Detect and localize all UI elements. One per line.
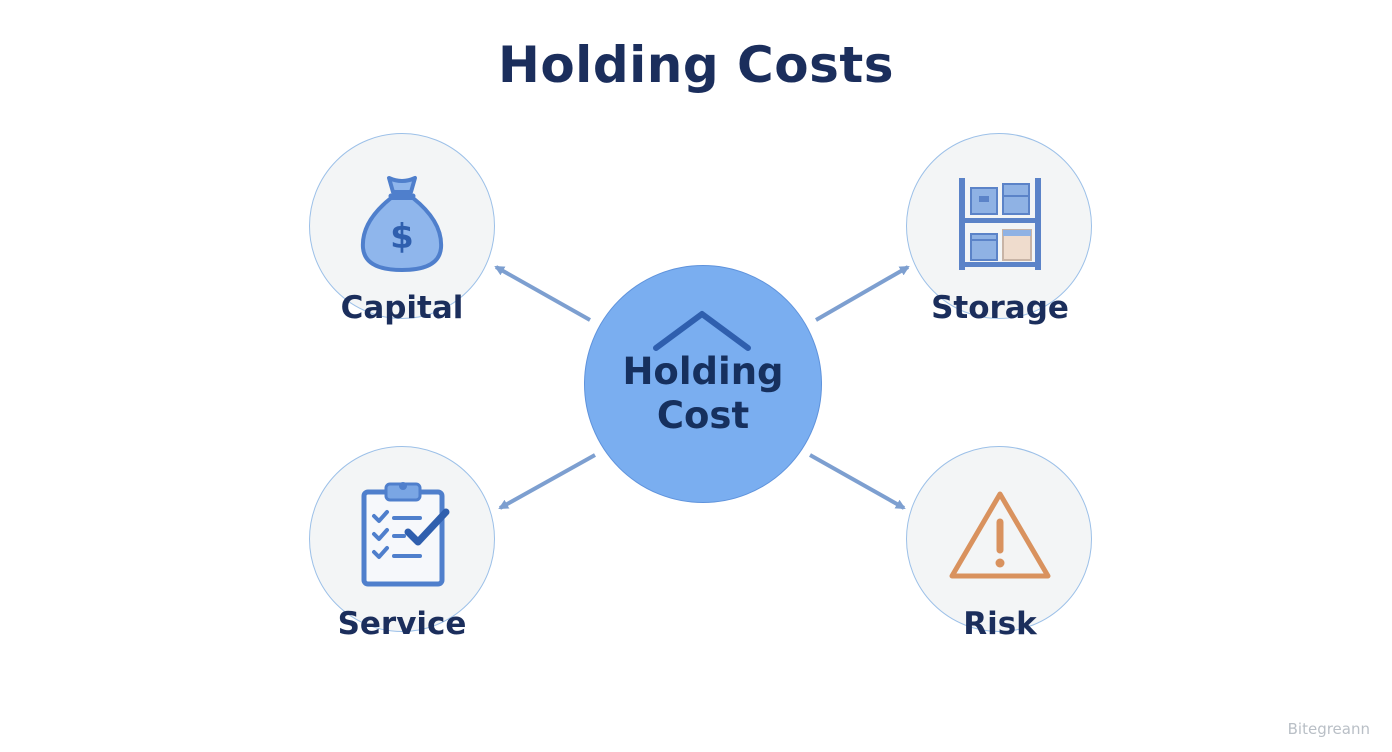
warning-icon bbox=[949, 491, 1051, 579]
arrow-to-service bbox=[498, 453, 596, 510]
hub-circle bbox=[584, 265, 822, 503]
roof-icon bbox=[653, 311, 751, 351]
hub-label-line1: Holding bbox=[622, 350, 784, 393]
hub-label: Holding Cost bbox=[584, 350, 822, 438]
storage-label: Storage bbox=[931, 290, 1069, 326]
hub-label-line2: Cost bbox=[656, 394, 750, 437]
watermark: Bitegreann bbox=[1287, 720, 1370, 738]
svg-text:$: $ bbox=[390, 217, 414, 257]
arrow-to-storage bbox=[815, 265, 910, 322]
arrow-to-risk bbox=[809, 453, 906, 510]
money-bag-icon: $ bbox=[360, 176, 444, 272]
capital-label: Capital bbox=[340, 290, 464, 326]
shelving-icon bbox=[959, 178, 1041, 270]
risk-label: Risk bbox=[963, 606, 1037, 642]
page-title: Holding Costs bbox=[497, 36, 895, 94]
storage-node bbox=[906, 133, 1092, 319]
service-label: Service bbox=[337, 606, 467, 642]
clipboard-checklist-icon bbox=[361, 482, 450, 587]
arrow-to-capital bbox=[494, 265, 591, 322]
